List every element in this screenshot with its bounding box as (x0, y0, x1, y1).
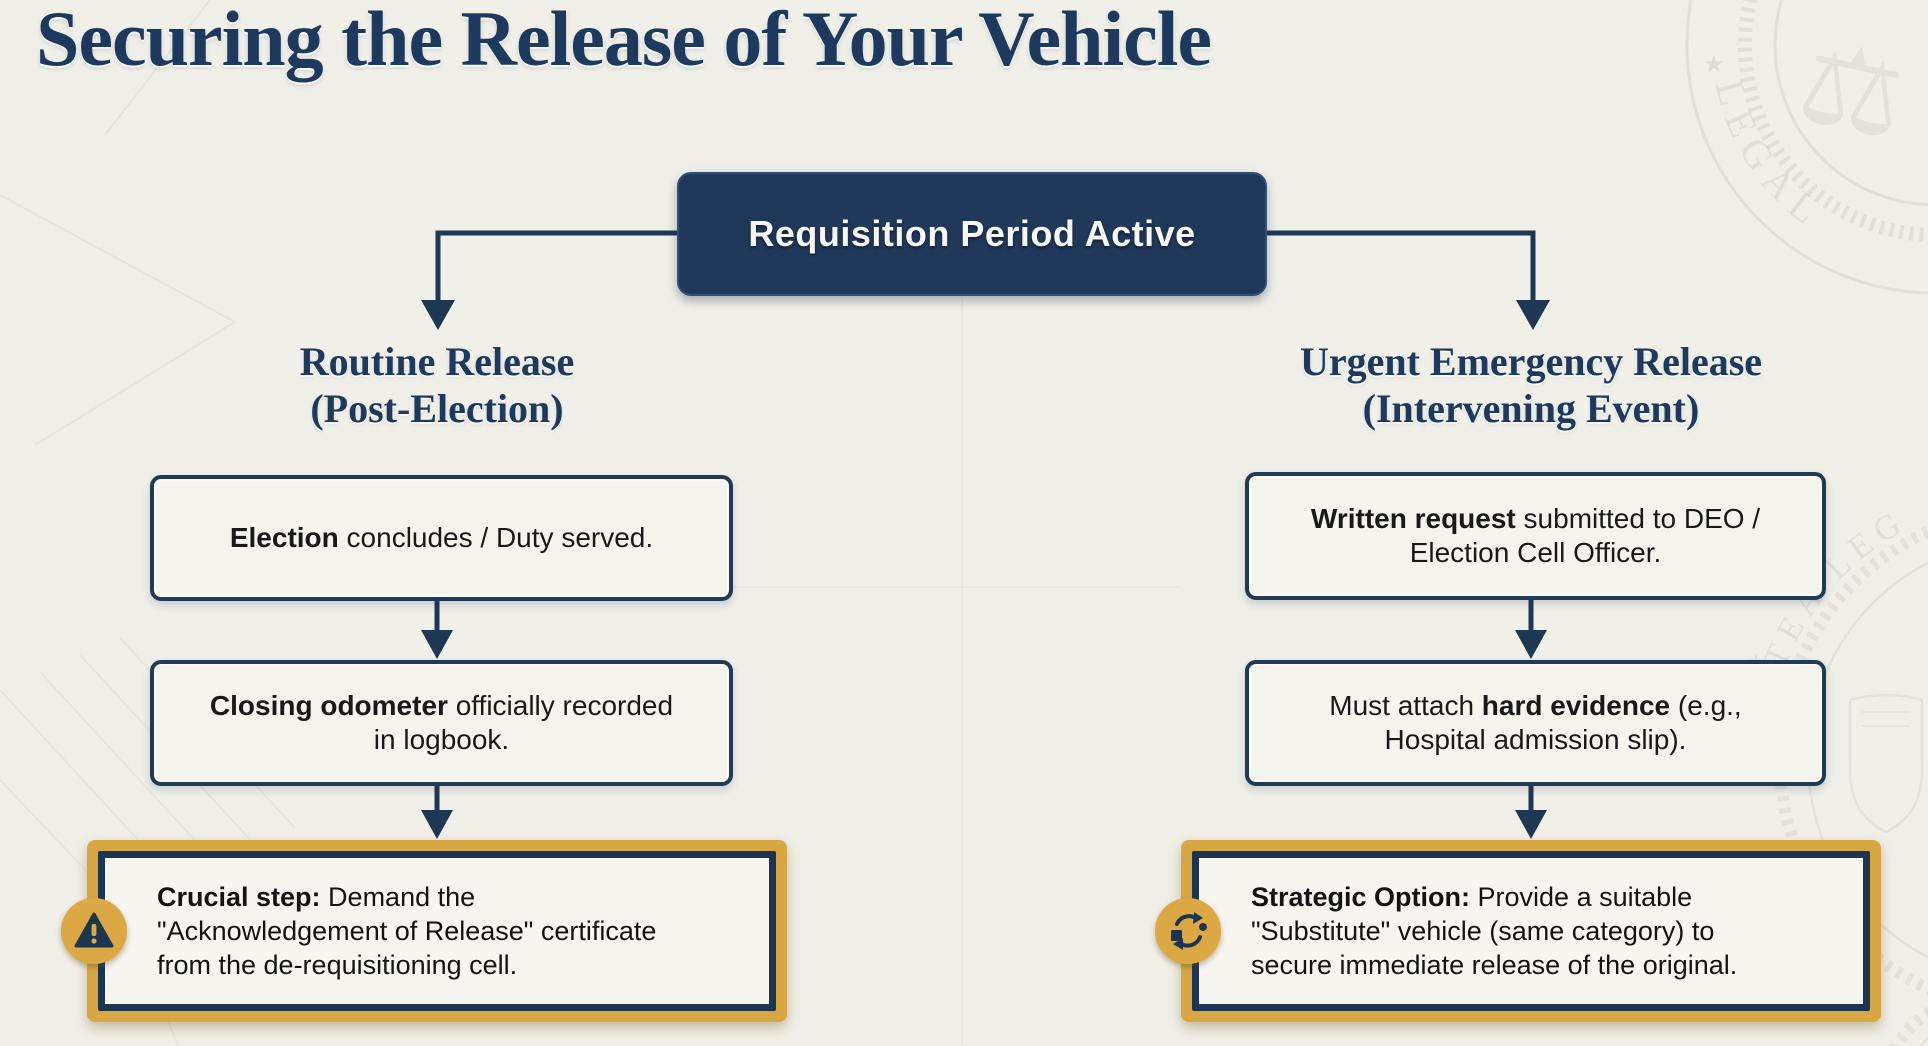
shield-watermark (1848, 693, 1924, 834)
arrowhead-down-icon (421, 300, 455, 330)
branch-heading-line2: (Post-Election) (310, 386, 564, 431)
branch-heading-line1: Routine Release (299, 339, 575, 384)
branch-heading-urgent: Urgent Emergency Release (Intervening Ev… (1231, 338, 1831, 432)
connector-left-elbow (435, 230, 677, 300)
highlight-box-crucial-step: Crucial step: Demand the "Acknowledgemen… (61, 840, 787, 1022)
arrowhead-down-icon (421, 810, 453, 839)
connector-right-elbow (1263, 230, 1536, 300)
root-node-label: Requisition Period Active (748, 213, 1196, 254)
step-box-written-request: Written request submitted to DEO / Elect… (1245, 472, 1826, 600)
arrowhead-down-icon (1515, 810, 1547, 839)
warning-badge (61, 898, 127, 964)
highlight-box-strategic-option: Strategic Option: Provide a suitable "Su… (1155, 840, 1881, 1022)
page-title: Securing the Release of Your Vehicle (36, 0, 1212, 82)
step-box-election-concludes: Election concludes / Duty served. (150, 475, 733, 601)
branch-heading-line2: (Intervening Event) (1362, 386, 1700, 431)
arrowhead-down-icon (421, 630, 453, 659)
warning-icon (74, 912, 114, 948)
substitute-swap-icon (1171, 912, 1207, 950)
svg-text:LEGAL: LEGAL (1707, 75, 1835, 238)
star-icon: ★ (1703, 51, 1725, 78)
branch-heading-line1: Urgent Emergency Release (1299, 339, 1763, 384)
arrowhead-down-icon (1516, 300, 1550, 330)
scales-icon: ⚖ (1789, 17, 1916, 164)
seal-legal-text: LEGAL (1707, 75, 1825, 238)
arrowhead-down-icon (1515, 630, 1547, 659)
step-box-hard-evidence: Must attach hard evidence (e.g., Hospita… (1245, 660, 1826, 786)
substitute-badge (1155, 898, 1221, 964)
step-box-closing-odometer: Closing odometer officially recorded in … (150, 660, 733, 786)
branch-heading-routine: Routine Release (Post-Election) (137, 338, 737, 432)
root-node: Requisition Period Active (677, 172, 1267, 296)
seal-top-right (1685, 0, 1928, 295)
